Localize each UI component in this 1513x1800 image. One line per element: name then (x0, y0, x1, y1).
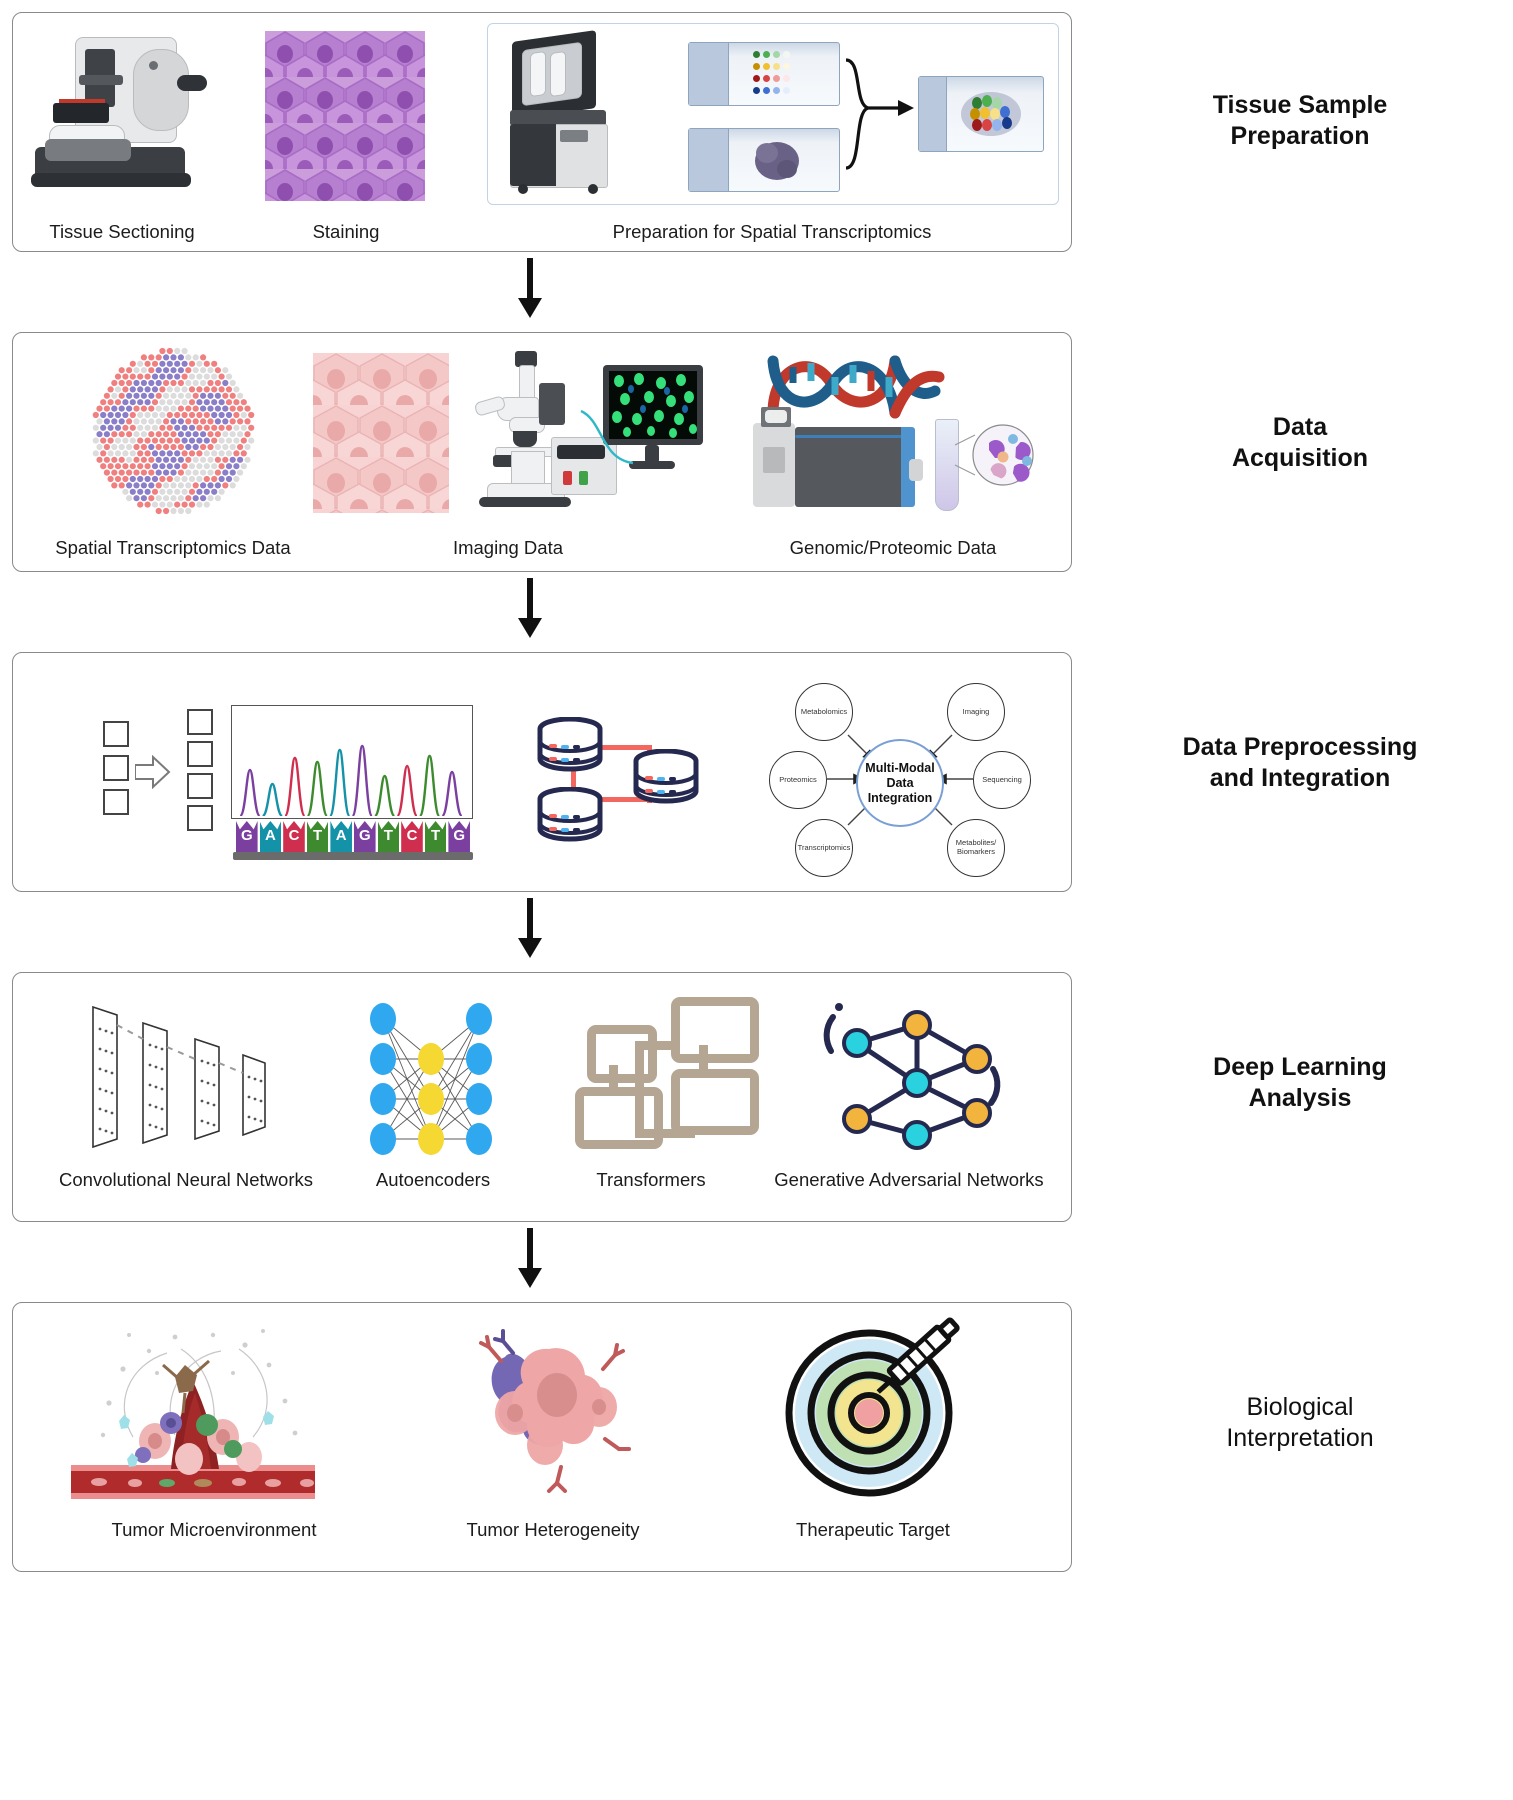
flow-arrow-1 (0, 258, 1060, 320)
flow-arrow-4 (0, 1228, 1060, 1290)
caption-cnn: Convolutional Neural Networks (59, 1169, 313, 1190)
caption-gan: Generative Adversarial Networks (774, 1169, 1044, 1190)
stage-label-data-preprocessing-and-integration: Data Preprocessing and Integration (1182, 733, 1418, 793)
stage-label-tissue-sample-preparation: Tissue Sample Preparation (1212, 91, 1388, 151)
database-network-icon (525, 711, 705, 851)
hub-node-sequencing: Sequencing (973, 751, 1031, 809)
dna-base: T (306, 821, 329, 853)
stained-tissue-icon (265, 31, 425, 201)
hub-line-3: Integration (867, 790, 933, 805)
caption-therapeutic-target: Therapeutic Target (796, 1519, 950, 1540)
spot-array-icon (73, 347, 273, 517)
stage-label-deep-learning-analysis: Deep Learning Analysis (1213, 1053, 1387, 1113)
microscope-icon (453, 347, 703, 517)
autoencoder-icon (361, 1001, 501, 1156)
flow-arrow-2 (0, 578, 1060, 640)
stage-label-biological-interpretation: Biological Interpretation (1226, 1393, 1374, 1453)
dna-base: G (236, 821, 258, 853)
hub-line-2: Data (886, 775, 914, 790)
caption-transformers: Transformers (596, 1169, 706, 1190)
gan-network-icon (813, 995, 1013, 1155)
transformer-blocks-icon (575, 997, 759, 1157)
caption-staining: Staining (312, 221, 380, 242)
slide-tissue (688, 128, 840, 192)
hub-node-metabolites-biomarkers: Metabolites/ Biomarkers (947, 819, 1005, 877)
hub-node-transcriptomics: Transcriptomics (795, 819, 853, 877)
dna-sequencer-icon (753, 347, 1034, 519)
caption-tissue-sectioning: Tissue Sectioning (49, 221, 195, 242)
dna-base: T (377, 821, 400, 853)
tumor-microenvironment-icon (63, 1317, 373, 1507)
slide-result (918, 76, 1044, 152)
hub-center: Multi-Modal Data Integration (856, 739, 944, 827)
stage-tissue-sample-preparation: Tissue Sectioning Staining Preparation f… (12, 12, 1074, 255)
microtome-icon (29, 27, 207, 197)
pink-tissue-icon (313, 353, 449, 513)
dna-base: C (401, 821, 423, 853)
tumor-heterogeneity-icon (453, 1317, 643, 1507)
dna-base: A (330, 821, 352, 853)
multimodal-hub-icon: Multi-Modal Data Integration Metabolomic… (755, 667, 1045, 887)
chromatogram-icon (231, 705, 473, 819)
caption-preparation-spatial: Preparation for Spatial Transcriptomics (612, 221, 932, 242)
caption-spatial-transcriptomics-data: Spatial Transcriptomics Data (55, 537, 291, 558)
feature-squares-icon (93, 709, 223, 831)
hub-node-metabolomics: Metabolomics (795, 683, 853, 741)
dna-base: C (283, 821, 305, 853)
caption-tumor-microenvironment: Tumor Microenvironment (111, 1519, 317, 1540)
caption-genomic-proteomic-data: Genomic/Proteomic Data (789, 537, 997, 558)
flow-arrow-3 (0, 898, 1060, 960)
stage-deep-learning-analysis: Convolutional Neural Networks Autoencode… (12, 972, 1074, 1225)
cnn-layers-icon (75, 1001, 305, 1156)
caption-tumor-heterogeneity: Tumor Heterogeneity (466, 1519, 640, 1540)
stage-biological-interpretation: Tumor Microenvironment Tumor Heterogenei… (12, 1302, 1074, 1575)
hub-line-1: Multi-Modal (865, 760, 935, 775)
spatial-prep-icon (487, 23, 1059, 205)
dna-base: A (259, 821, 282, 853)
dna-base: G (448, 821, 470, 853)
therapeutic-target-icon (773, 1313, 973, 1508)
dna-base: T (424, 821, 447, 853)
dna-base: G (354, 821, 376, 853)
caption-autoencoders: Autoencoders (375, 1169, 491, 1190)
hub-node-imaging: Imaging (947, 683, 1005, 741)
stage-label-data-acquisition: Data Acquisition (1231, 413, 1369, 473)
hub-node-proteomics: Proteomics (769, 751, 827, 809)
stage-data-acquisition: Spatial Transcriptomics Data Imaging Dat… (12, 332, 1074, 575)
caption-imaging-data: Imaging Data (452, 537, 564, 558)
slide-array (688, 42, 840, 106)
